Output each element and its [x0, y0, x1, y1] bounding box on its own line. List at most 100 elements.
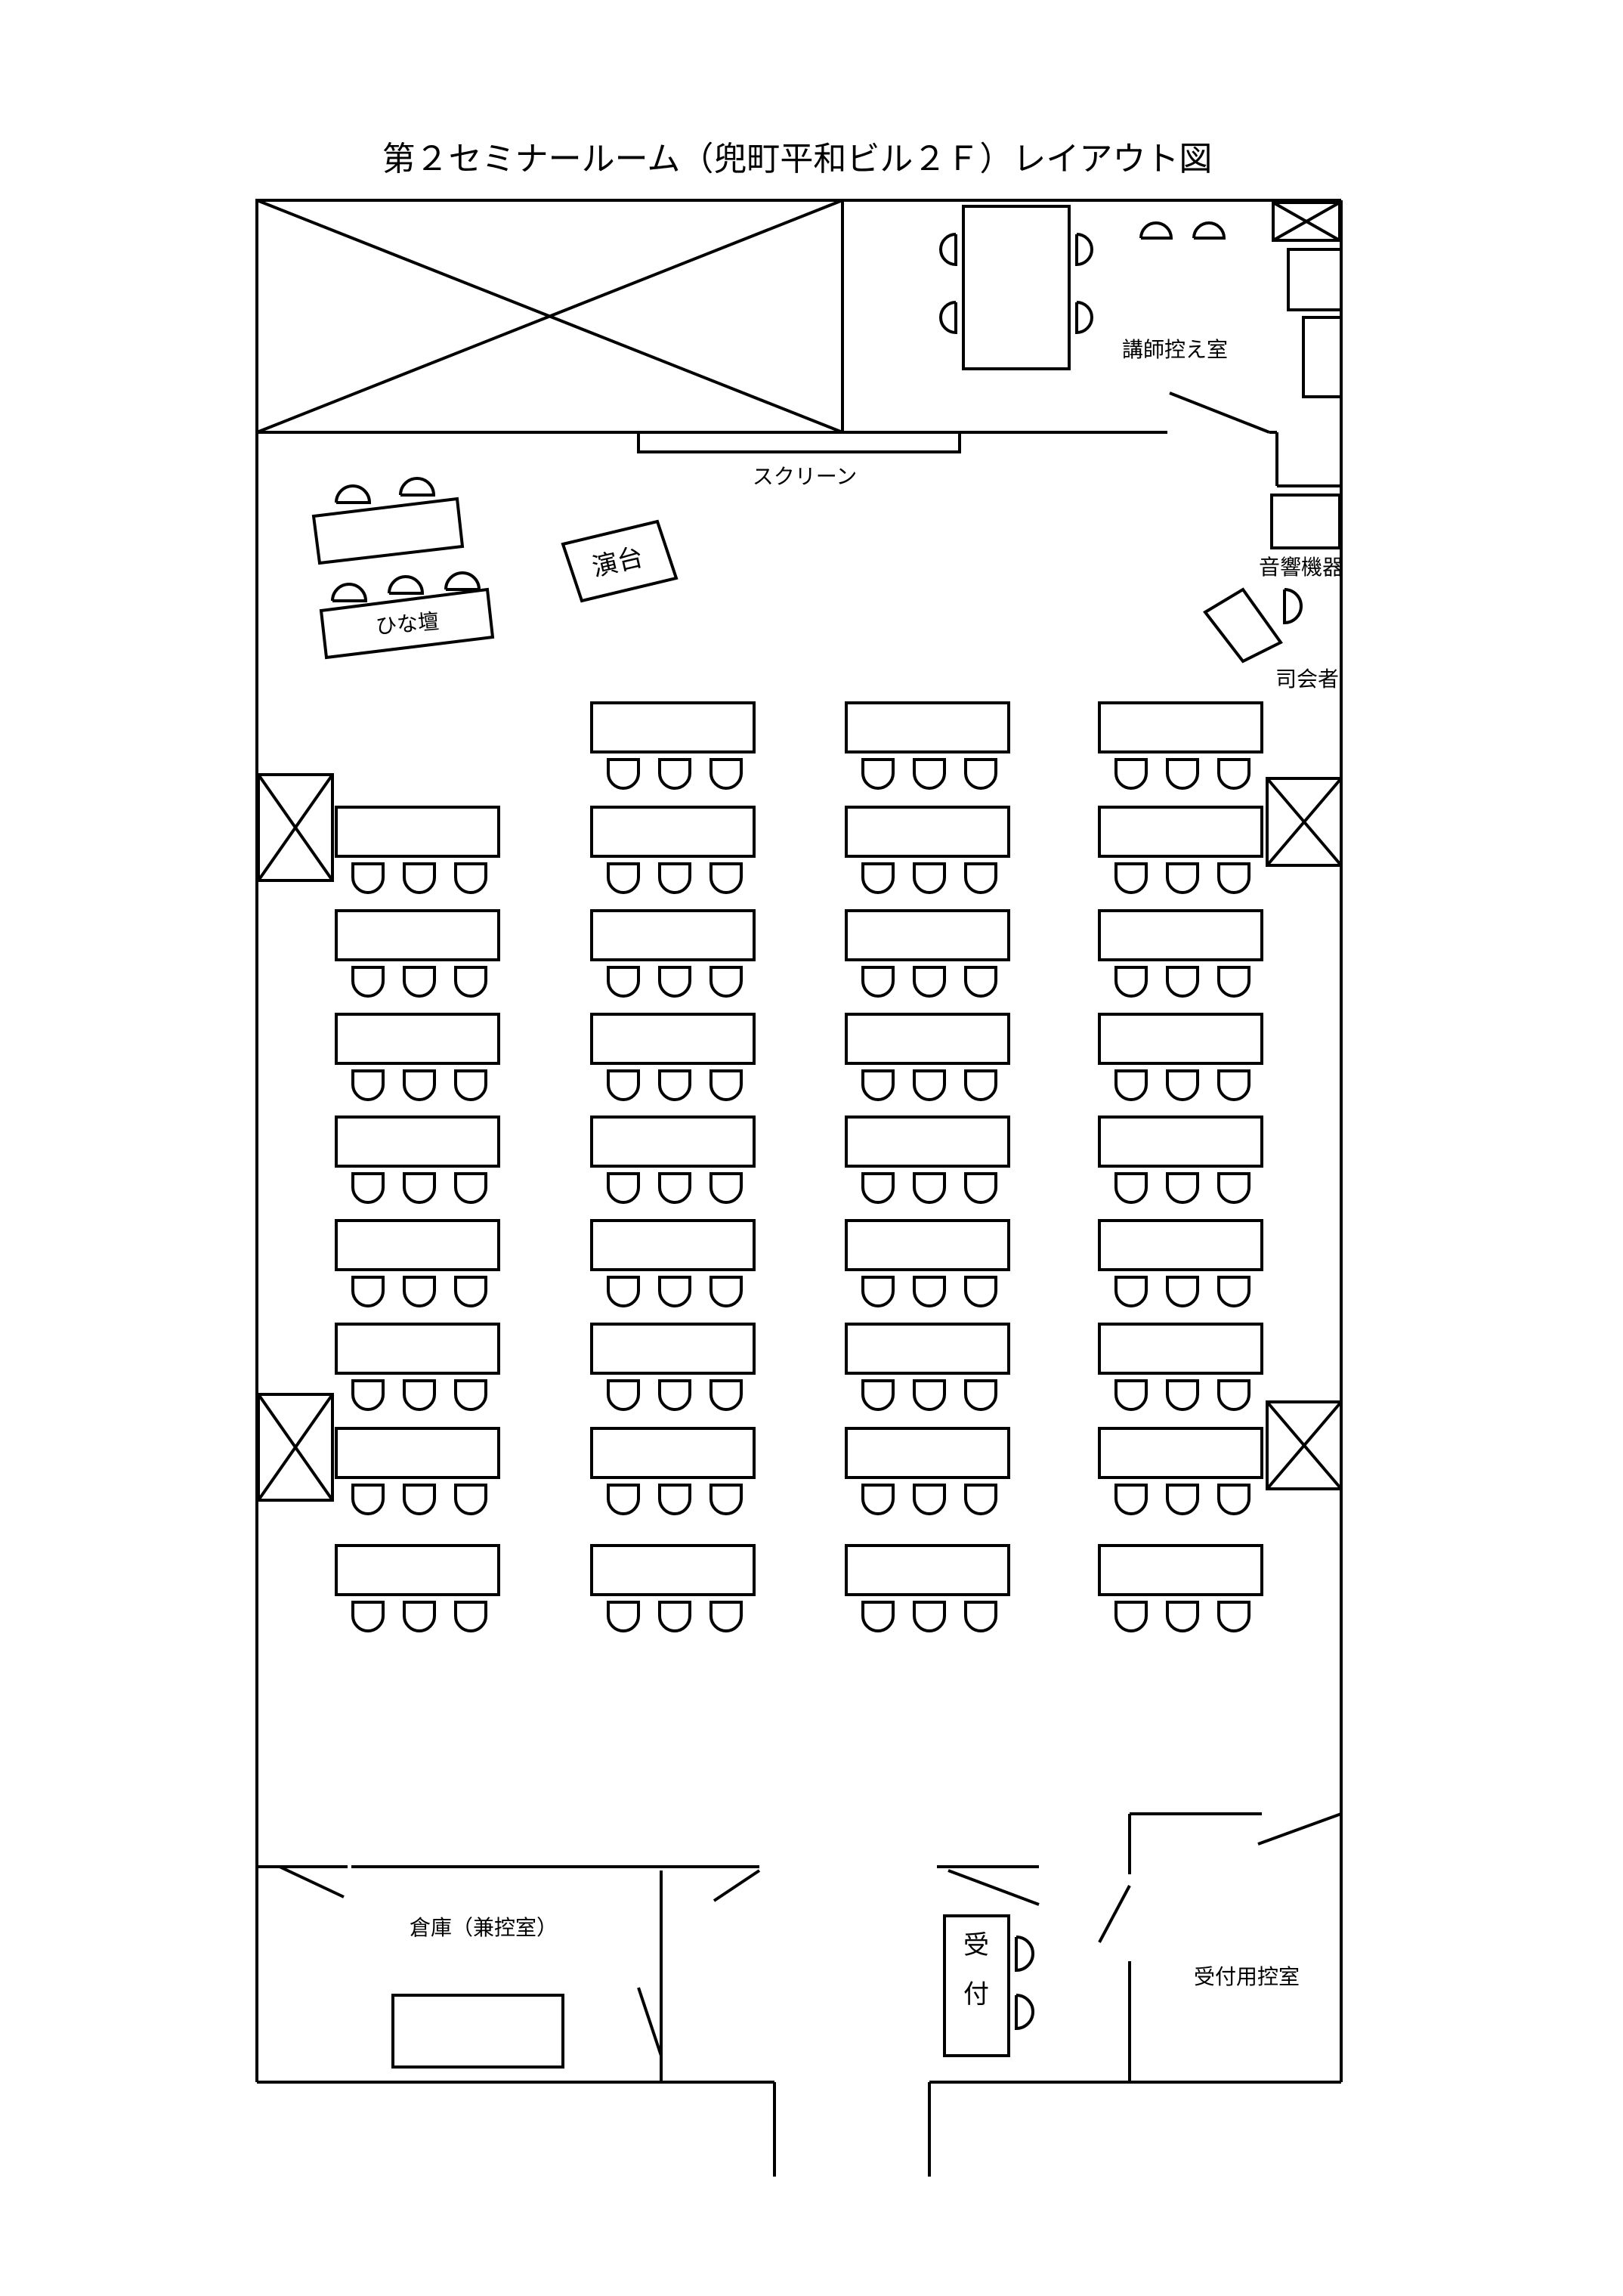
chair: [454, 1601, 487, 1632]
chair: [607, 966, 640, 998]
desk: [1098, 1323, 1263, 1375]
desk: [335, 1116, 500, 1168]
desk: [590, 701, 756, 753]
desk: [590, 1219, 756, 1271]
chair: [964, 966, 997, 998]
chair: [658, 966, 691, 998]
desk: [590, 1116, 756, 1168]
chair: [913, 1172, 946, 1204]
chair: [913, 862, 946, 894]
chair: [709, 862, 743, 894]
chair: [1166, 966, 1199, 998]
chair: [454, 1172, 487, 1204]
chair: [861, 1276, 895, 1307]
desk: [845, 1013, 1010, 1065]
desk: [1098, 1116, 1263, 1168]
chair: [709, 1276, 743, 1307]
desk: [845, 806, 1010, 858]
chair: [607, 1601, 640, 1632]
chair: [913, 1379, 946, 1411]
desk: [1098, 701, 1263, 753]
storage-label: 倉庫（兼控室）: [410, 1915, 558, 1940]
chair: [351, 1601, 385, 1632]
chair: [658, 1276, 691, 1307]
desk: [590, 806, 756, 858]
chair: [403, 1379, 436, 1411]
screen-label: スクリーン: [753, 464, 858, 489]
chair: [607, 1379, 640, 1411]
chair: [454, 1379, 487, 1411]
chair: [1114, 1379, 1148, 1411]
chair: [1114, 862, 1148, 894]
chair: [964, 1484, 997, 1515]
chair: [1217, 1379, 1250, 1411]
chair: [454, 1069, 487, 1101]
chair: [1217, 1601, 1250, 1632]
chair: [1166, 1601, 1199, 1632]
chair: [1217, 1484, 1250, 1515]
chair: [1217, 1172, 1250, 1204]
chair: [1114, 1069, 1148, 1101]
chair: [964, 862, 997, 894]
chair: [607, 758, 640, 790]
desk: [845, 1323, 1010, 1375]
chair: [861, 862, 895, 894]
chair: [607, 1484, 640, 1515]
chair: [1217, 1069, 1250, 1101]
chair: [403, 1484, 436, 1515]
chair: [913, 1484, 946, 1515]
chair: [913, 1069, 946, 1101]
chair: [861, 1484, 895, 1515]
chair: [658, 1484, 691, 1515]
reception-label-2: 付: [963, 1979, 989, 2010]
desk: [1098, 909, 1263, 961]
chair: [1166, 1484, 1199, 1515]
desk: [845, 909, 1010, 961]
mc-label: 司会者: [1275, 667, 1339, 692]
chair: [658, 862, 691, 894]
desk: [335, 806, 500, 858]
chair: [964, 1601, 997, 1632]
chair: [913, 758, 946, 790]
reception-desk: [943, 1914, 1034, 2057]
chair: [709, 966, 743, 998]
chair: [861, 758, 895, 790]
classroom-desks: [335, 701, 1263, 1632]
chair: [861, 1601, 895, 1632]
chair: [658, 1069, 691, 1101]
desk: [1098, 806, 1263, 858]
chair: [861, 1379, 895, 1411]
desk: [1098, 1219, 1263, 1271]
chair: [351, 862, 385, 894]
chair: [403, 1276, 436, 1307]
desk: [845, 1427, 1010, 1479]
chair: [607, 1172, 640, 1204]
chair: [1166, 1276, 1199, 1307]
chair: [1217, 758, 1250, 790]
desk: [335, 1013, 500, 1065]
page-title: 第２セミナールーム（兜町平和ビル２Ｆ）レイアウト図: [382, 140, 1213, 178]
chair: [1166, 1069, 1199, 1101]
desk: [1098, 1013, 1263, 1065]
chair: [1114, 758, 1148, 790]
chair: [403, 1069, 436, 1101]
chair: [351, 1484, 385, 1515]
desk: [590, 1013, 756, 1065]
chair: [454, 966, 487, 998]
chair: [1114, 966, 1148, 998]
chair: [351, 1276, 385, 1307]
chair: [1166, 1172, 1199, 1204]
chair: [607, 862, 640, 894]
reception-room-label: 受付用控室: [1194, 1964, 1300, 1989]
audio-equipment: [1270, 494, 1341, 549]
chair: [351, 1172, 385, 1204]
desk: [335, 1427, 500, 1479]
chair: [403, 966, 436, 998]
desk: [335, 1219, 500, 1271]
storage-table: [391, 1994, 564, 2069]
chair: [658, 1601, 691, 1632]
chair: [351, 966, 385, 998]
desk: [590, 1544, 756, 1596]
chair: [1217, 862, 1250, 894]
